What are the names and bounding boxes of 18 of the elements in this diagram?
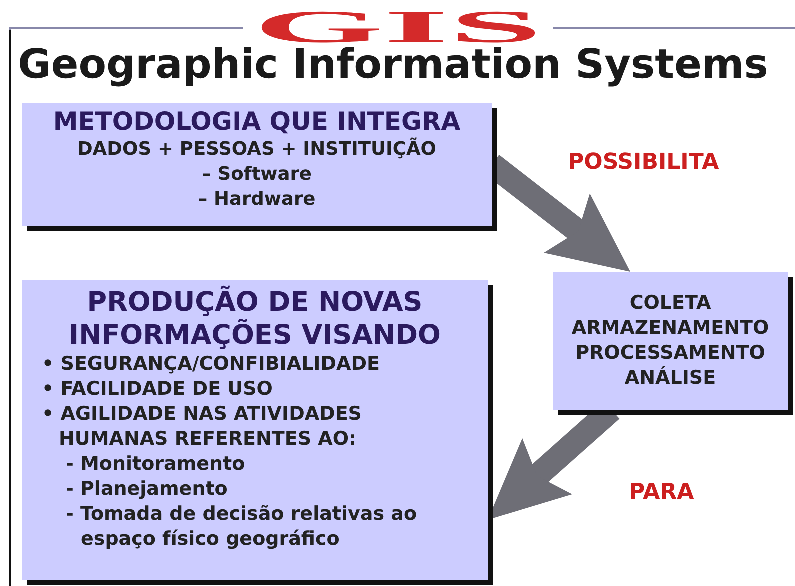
sub-item: - Monitoramento [66,452,246,477]
box-text: DADOS + PESSOAS + INSTITUIÇÃO [76,137,438,162]
box-heading: METODOLOGIA QUE INTEGRA [52,107,462,137]
text-box [22,280,488,580]
box-text: ARMAZENAMENTO [570,316,770,341]
sub-item: - Tomada de decisão relativas ao espaço físico geográfico [66,502,418,552]
box-text: – Software [201,163,313,187]
text-box [22,103,492,226]
box-text: COLETA [628,291,712,316]
bullet-item: • SEGURANÇA/CONFIBIALIDADE [42,352,381,377]
box-text: PROCESSAMENTO [574,341,766,366]
box-text: – Hardware [197,188,317,212]
box-text: ANÁLISE [624,366,718,391]
box-heading: PRODUÇÃO DE NOVAS INFORMAÇÕES VISANDO [68,286,442,352]
sub-item: - Planejamento [66,477,229,502]
text-box [553,272,788,410]
bullet-item: • AGILIDADE NAS ATIVIDADES HUMANAS REFERENTES AO: [42,402,363,452]
bullet-item: • FACILIDADE DE USO [42,377,274,402]
